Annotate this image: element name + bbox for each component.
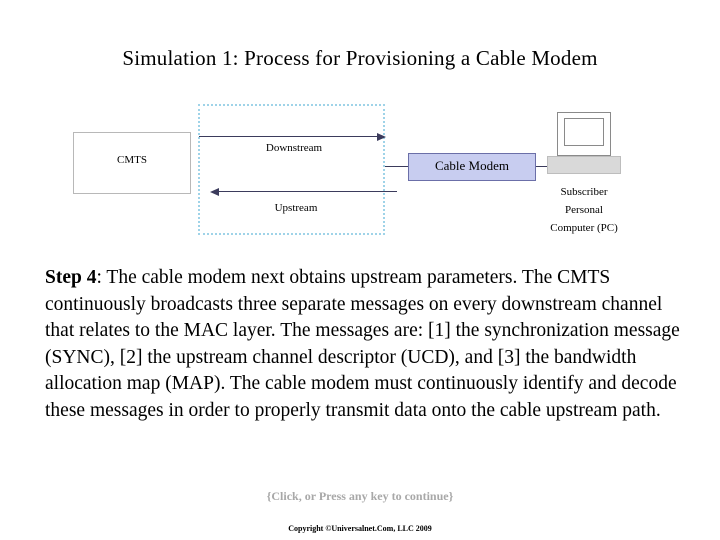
subscriber-pc-label: Subscriber Personal Computer (PC)	[524, 183, 644, 237]
hfc-network-region	[198, 104, 385, 235]
downstream-label: Downstream	[265, 142, 323, 154]
body-paragraph-text: : The cable modem next obtains upstream …	[45, 267, 680, 421]
body-paragraph: Step 4: The cable modem next obtains ups…	[45, 265, 685, 424]
click-to-continue-note: {Click, or Press any key to continue}	[266, 489, 454, 503]
downstream-arrow-line	[199, 136, 377, 137]
cmts-box	[73, 132, 191, 194]
network-diagram: CMTS Downstream Upstream Cable Modem Sub…	[0, 95, 720, 245]
cable-modem-box	[408, 153, 536, 181]
computer-screen-icon	[564, 118, 604, 146]
modem-left-connector-line	[385, 166, 409, 167]
upstream-arrow-line	[219, 191, 397, 192]
downstream-arrow-head-icon	[377, 132, 386, 141]
cable-modem-label: Cable Modem	[434, 158, 509, 173]
subscriber-pc-label-line2: Personal	[565, 204, 603, 216]
computer-monitor-icon	[557, 112, 611, 156]
page-title: Simulation 1: Process for Provisioning a…	[122, 46, 598, 70]
upstream-label: Upstream	[274, 202, 318, 214]
step-label: Step 4	[45, 267, 97, 288]
computer-base-icon	[547, 156, 621, 174]
copyright-notice: Copyright ©Universalnet.Com, LLC 2009	[288, 524, 432, 533]
subscriber-pc-label-line1: Subscriber	[560, 186, 608, 198]
upstream-arrow-head-icon	[210, 187, 219, 196]
subscriber-pc-label-line3: Computer (PC)	[550, 222, 618, 234]
cmts-label: CMTS	[117, 154, 147, 166]
